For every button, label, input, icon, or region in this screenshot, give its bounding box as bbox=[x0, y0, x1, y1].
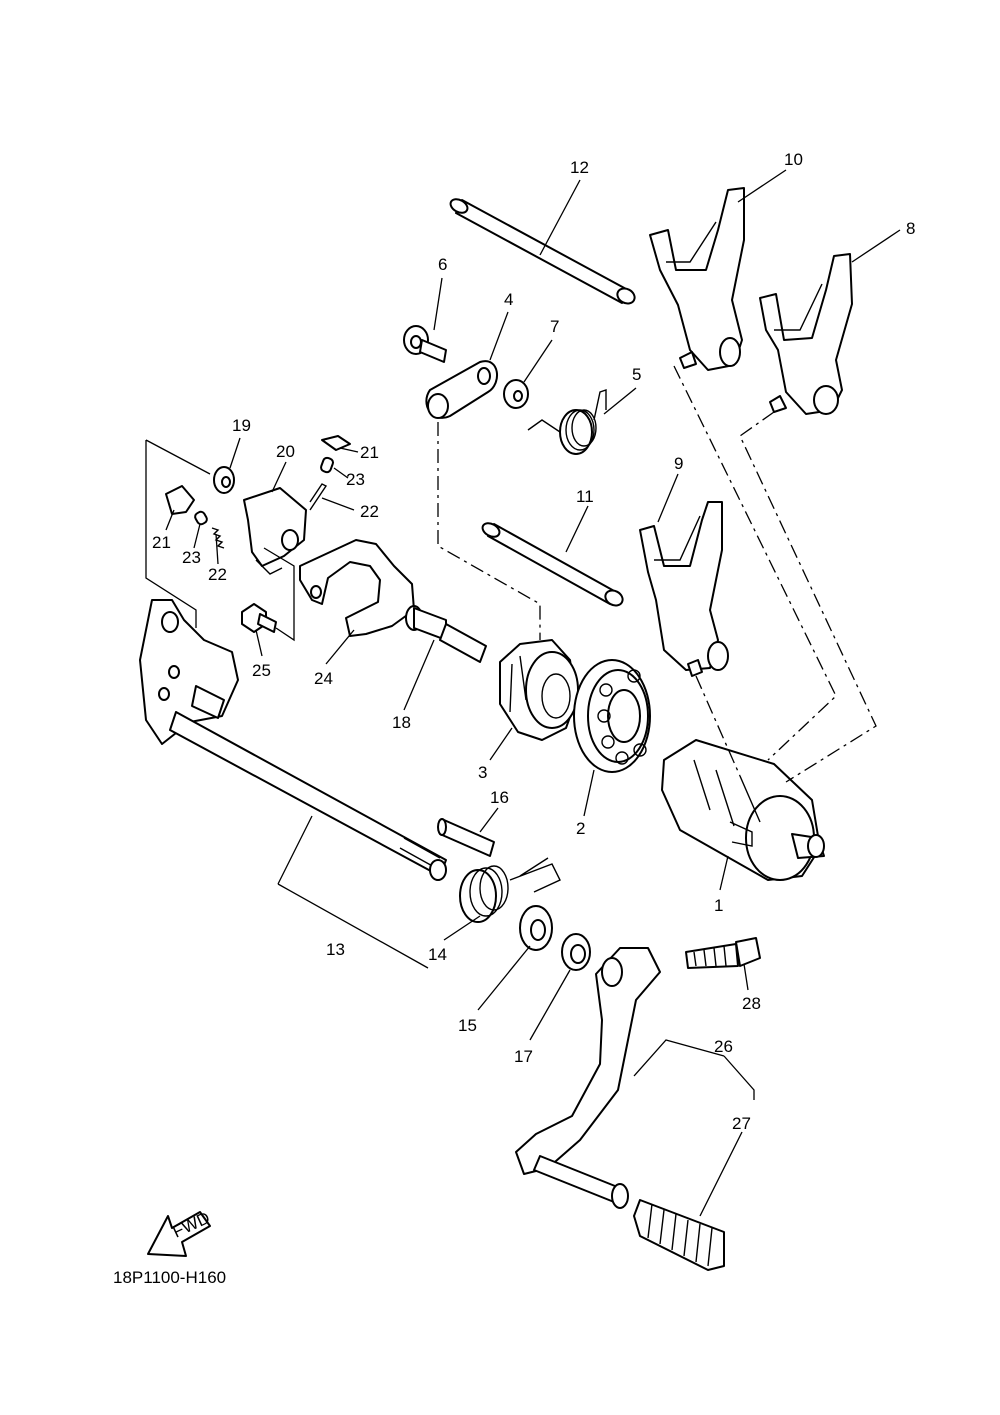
leader-lines bbox=[165, 169, 901, 1217]
assembly-line-c bbox=[739, 411, 877, 783]
part-18-bolt bbox=[405, 605, 487, 663]
part-27-pedal-tip bbox=[633, 1199, 725, 1271]
callout-16: 16 bbox=[490, 788, 509, 807]
part-16-pin bbox=[437, 818, 495, 857]
callout-8: 8 bbox=[906, 219, 915, 238]
part-26-shift-pedal bbox=[515, 947, 661, 1209]
part-17-oil-seal bbox=[561, 933, 591, 971]
part-2-bearing bbox=[573, 659, 651, 773]
callout-26: 26 bbox=[714, 1037, 733, 1056]
part-11-shift-fork-shaft bbox=[481, 522, 624, 607]
part-9-shift-fork bbox=[639, 501, 729, 677]
callout-4: 4 bbox=[504, 290, 513, 309]
callout-7: 7 bbox=[550, 317, 559, 336]
callout-21-left: 21 bbox=[152, 533, 171, 552]
callout-23-left: 23 bbox=[182, 548, 201, 567]
callout-10: 10 bbox=[784, 150, 803, 169]
part-25-bolt bbox=[241, 603, 277, 633]
callout-9: 9 bbox=[674, 454, 683, 473]
assembly-line-d bbox=[695, 675, 741, 777]
part-15-washer bbox=[519, 905, 553, 951]
part-7-washer bbox=[503, 379, 529, 409]
part-6-bolt bbox=[403, 325, 447, 363]
callout-21-right: 21 bbox=[360, 443, 379, 462]
callout-5: 5 bbox=[632, 365, 641, 384]
callout-22-left: 22 bbox=[208, 565, 227, 584]
callout-13: 13 bbox=[326, 940, 345, 959]
part-4-stopper-lever bbox=[425, 360, 499, 419]
part-20-segment bbox=[243, 487, 307, 575]
part-1-shift-drum bbox=[661, 739, 825, 881]
callout-24: 24 bbox=[314, 669, 333, 688]
part-8-shift-fork bbox=[759, 253, 853, 415]
drawing-code: 18P1100-H160 bbox=[113, 1268, 227, 1287]
part-14-spring bbox=[459, 857, 561, 923]
part-28-bolt bbox=[685, 937, 761, 969]
callout-6: 6 bbox=[438, 255, 447, 274]
part-21-stopper-pawl bbox=[165, 435, 351, 515]
part-5-torsion-spring bbox=[527, 389, 607, 455]
bracket-line-19-25 bbox=[145, 439, 295, 642]
callout-2: 2 bbox=[576, 819, 585, 838]
callout-15: 15 bbox=[458, 1016, 477, 1035]
part-12-shift-fork-shaft bbox=[449, 198, 636, 305]
callout-28: 28 bbox=[742, 994, 761, 1013]
callout-3: 3 bbox=[478, 763, 487, 782]
callout-17: 17 bbox=[514, 1047, 533, 1066]
assembly-line-a bbox=[437, 422, 541, 640]
callout-27: 27 bbox=[732, 1114, 751, 1133]
part-19-bolt bbox=[213, 466, 235, 494]
part-13-shift-shaft bbox=[139, 599, 447, 881]
callout-23-right: 23 bbox=[346, 470, 365, 489]
callout-1: 1 bbox=[714, 896, 723, 915]
part-23-pin bbox=[194, 456, 334, 526]
callout-18: 18 bbox=[392, 713, 411, 732]
callout-25: 25 bbox=[252, 661, 271, 680]
fwd-arrow-icon: FWD bbox=[147, 1208, 213, 1257]
part-3-segment bbox=[499, 639, 579, 741]
callout-22-right: 22 bbox=[360, 502, 379, 521]
callout-12: 12 bbox=[570, 158, 589, 177]
callout-11: 11 bbox=[576, 487, 594, 506]
part-10-shift-fork bbox=[649, 187, 745, 371]
callout-20: 20 bbox=[276, 442, 295, 461]
callout-labels: 12 10 8 6 4 7 5 9 11 19 20 21 23 22 21 2… bbox=[152, 150, 915, 1133]
part-24-plate bbox=[299, 539, 415, 637]
callout-19: 19 bbox=[232, 416, 251, 435]
part-22-spring bbox=[211, 483, 328, 549]
callout-14: 14 bbox=[428, 945, 447, 964]
